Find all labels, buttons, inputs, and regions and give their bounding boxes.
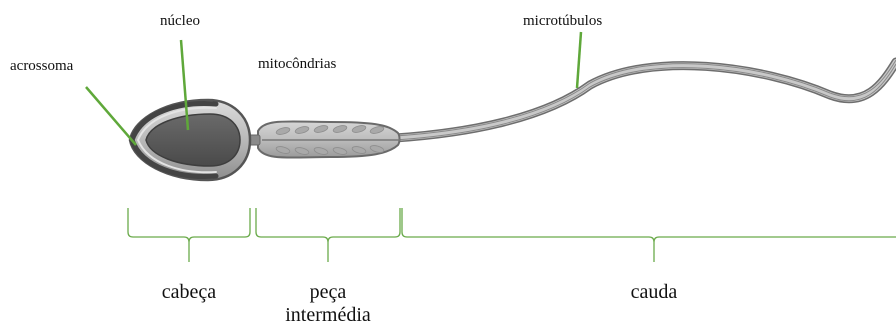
region-peca-line1: peça [310, 281, 347, 303]
bracket-cauda [402, 208, 896, 262]
tail [395, 60, 896, 140]
brackets [128, 208, 896, 262]
label-mitocondrias: mitocôndrias [258, 56, 336, 72]
region-cauda: cauda [631, 281, 678, 303]
bracket-cabeca [128, 208, 250, 262]
label-acrossoma: acrossoma [10, 58, 74, 74]
region-peca-line2: intermédia [285, 304, 371, 326]
leader-acrossoma [86, 87, 136, 145]
midpiece [258, 121, 400, 157]
head [130, 100, 250, 180]
label-microtubulos: microtúbulos [523, 13, 602, 29]
bracket-peca [256, 208, 400, 262]
region-cabeca: cabeça [162, 281, 217, 303]
leader-microtubulos [577, 32, 581, 88]
label-nucleo: núcleo [160, 13, 200, 29]
